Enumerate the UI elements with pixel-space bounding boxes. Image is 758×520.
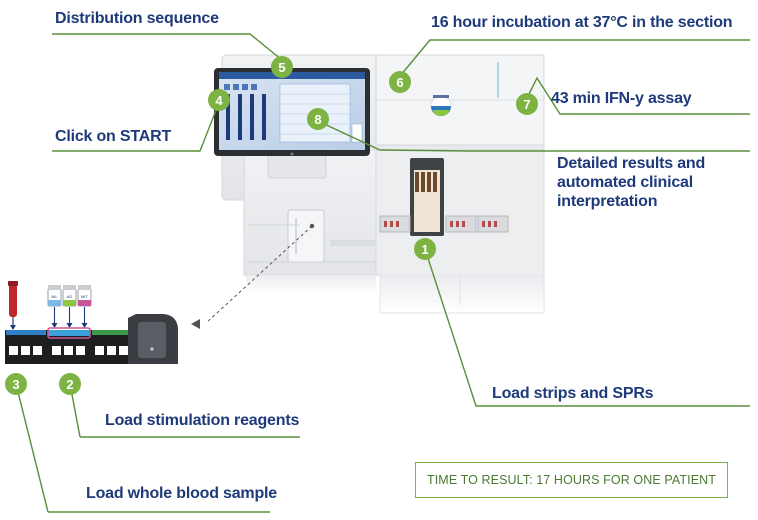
step-2-number: 2	[66, 377, 73, 392]
step-3-marker: 3	[5, 373, 27, 395]
leader-strips	[424, 248, 750, 407]
vidas-instrument	[214, 54, 545, 314]
step-7-marker: 7	[516, 93, 538, 115]
label-load-blood: Load whole blood sample	[86, 485, 277, 502]
leader-results	[319, 121, 750, 152]
reagent-label-nil: NIL	[51, 294, 58, 299]
step-5-marker: 5	[271, 56, 293, 78]
step-4-marker: 4	[208, 89, 230, 111]
reagent-vial-mit: MIT	[77, 285, 92, 307]
leader-lines	[15, 33, 750, 513]
strip-module	[375, 149, 545, 276]
reagent-vial-nil: NIL	[47, 285, 62, 307]
step-8-number: 8	[314, 112, 321, 127]
leader-distribution	[52, 33, 283, 61]
leader-incubation	[399, 39, 750, 77]
step-3-number: 3	[12, 377, 19, 392]
leader-click-start	[52, 99, 221, 152]
label-click-start: Click on START	[55, 128, 172, 145]
step-4-number: 4	[215, 93, 223, 108]
reagent-label-ag: AG	[67, 294, 73, 299]
biomerieux-logo	[430, 95, 452, 117]
leader-ifn	[526, 76, 750, 115]
sample-rack: NIL AG MIT	[5, 281, 178, 364]
step-1-marker: 1	[414, 238, 436, 260]
leader-blood-tail	[15, 383, 49, 513]
instrument-lower-body	[379, 274, 545, 314]
label-incubation: 16 hour incubation at 37°C in the sectio…	[431, 14, 733, 31]
label-distribution-sequence: Distribution sequence	[55, 10, 219, 27]
reagent-label-mit: MIT	[81, 294, 88, 299]
label-ifn-assay: 43 min IFN-y assay	[551, 90, 692, 107]
step-5-number: 5	[278, 60, 285, 75]
step-6-number: 6	[396, 75, 403, 90]
reagent-vial-ag: AG	[62, 285, 77, 307]
step-8-marker: 8	[307, 108, 329, 130]
time-to-result-text: TIME TO RESULT: 17 HOURS FOR ONE PATIENT	[427, 473, 716, 487]
step-markers: 1 2 3 4 5 6 7 8	[5, 56, 538, 395]
label-load-reagents: Load stimulation reagents	[105, 412, 300, 429]
label-load-strips: Load strips and SPRs	[492, 385, 654, 402]
step-2-marker: 2	[59, 373, 81, 395]
step-6-marker: 6	[389, 71, 411, 93]
dashed-arrow	[191, 223, 315, 329]
rack-wells	[9, 346, 128, 355]
label-detailed-results: Detailed results and automated clinical …	[557, 155, 706, 210]
step-7-number: 7	[523, 97, 530, 112]
time-to-result-box: TIME TO RESULT: 17 HOURS FOR ONE PATIENT	[415, 462, 728, 498]
step-1-number: 1	[421, 242, 428, 257]
blood-tube-icon	[8, 281, 18, 317]
